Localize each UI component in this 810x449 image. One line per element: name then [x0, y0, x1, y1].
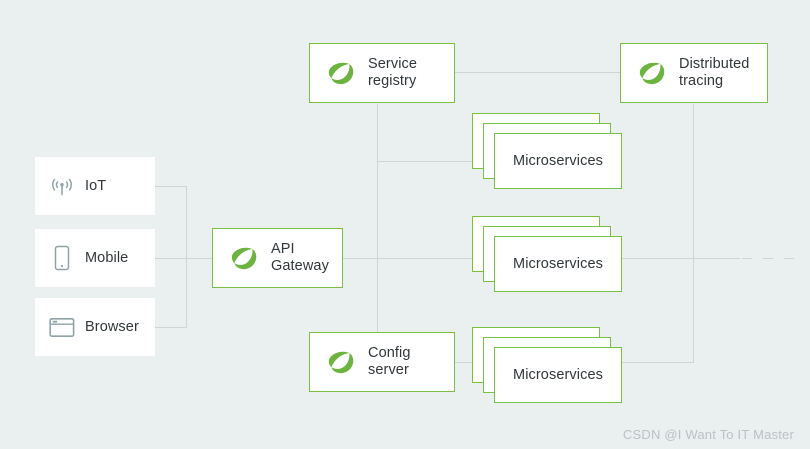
connector-main-trunk — [377, 104, 378, 332]
connector-iot-to-bus — [155, 186, 187, 187]
client-label: Mobile — [85, 250, 129, 266]
microservices-stack-3[interactable]: Microservices — [472, 327, 622, 403]
connector-client-bus — [186, 186, 187, 328]
client-card-mobile[interactable]: Mobile — [35, 229, 155, 287]
distributed-tracing-label-line2: tracing — [679, 73, 724, 89]
connector-right-to-microservices-3 — [620, 362, 694, 363]
microservices-label: Microservices — [513, 367, 603, 383]
config-server-label-line1: Config — [368, 345, 411, 361]
microservices-stack-1[interactable]: Microservices — [472, 113, 622, 189]
connector-gateway-to-trunk — [343, 258, 478, 259]
distributed-tracing-label-line1: Distributed — [679, 56, 750, 72]
spring-leaf-icon — [226, 241, 260, 275]
mobile-phone-icon — [49, 245, 75, 271]
client-card-iot[interactable]: IoT — [35, 157, 155, 215]
client-label: Browser — [85, 319, 139, 335]
microservices-label: Microservices — [513, 153, 603, 169]
microservices-card-front[interactable]: Microservices — [494, 133, 622, 189]
connector-browser-to-bus — [155, 327, 187, 328]
microservices-card-front[interactable]: Microservices — [494, 236, 622, 292]
browser-window-icon — [49, 314, 75, 340]
connector-tracing-vertical — [693, 104, 694, 362]
spring-leaf-icon — [323, 345, 357, 379]
wifi-signal-icon — [49, 173, 75, 199]
microservices-label: Microservices — [513, 256, 603, 272]
service-registry-label-line2: registry — [368, 73, 417, 89]
api-gateway-label-line2: Gateway — [271, 258, 329, 274]
spring-leaf-icon — [634, 56, 668, 90]
config-server-label-line2: server — [368, 362, 409, 378]
connector-dashed-continuation — [742, 258, 802, 259]
service-registry-label-line1: Service — [368, 56, 418, 72]
microservices-card-front[interactable]: Microservices — [494, 347, 622, 403]
client-card-browser[interactable]: Browser — [35, 298, 155, 356]
connector-registry-to-tracing — [455, 72, 621, 73]
spring-leaf-icon — [323, 56, 357, 90]
connector-trunk-to-microservices-1 — [377, 161, 487, 162]
api-gateway-label-line1: API — [271, 241, 295, 257]
watermark-text: CSDN @I Want To IT Master — [622, 427, 794, 442]
client-label: IoT — [85, 178, 107, 194]
microservices-stack-2[interactable]: Microservices — [472, 216, 622, 292]
